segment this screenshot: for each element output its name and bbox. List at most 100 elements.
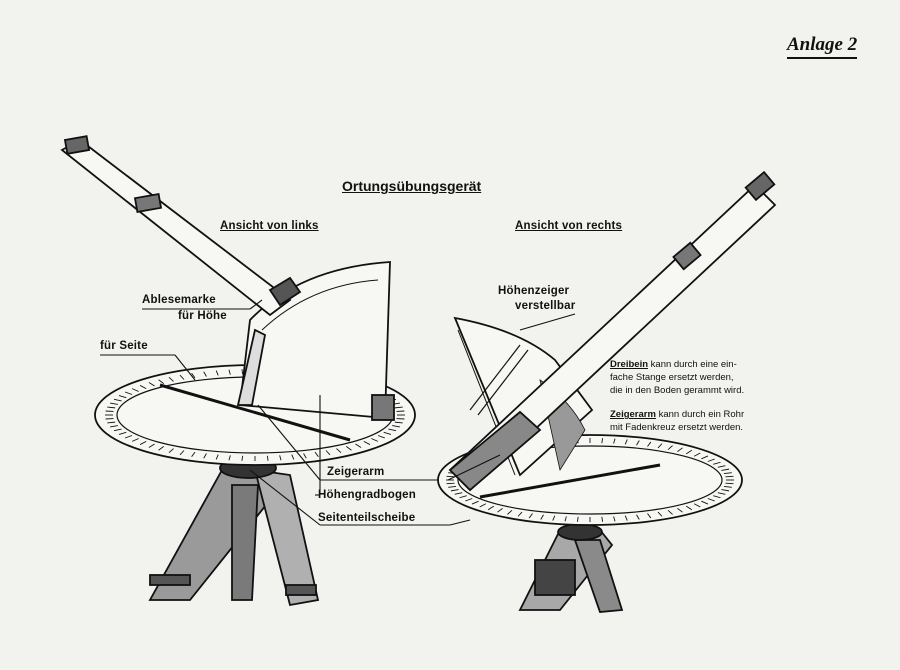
disc-tick [459,495,467,499]
disc-tick [139,385,147,390]
disc-tick [601,516,603,522]
disc-tick [713,461,721,465]
disc-tick [179,450,185,456]
disc-tick [677,507,683,513]
disc-tick [613,516,616,522]
disc-tick [497,507,503,513]
disc-tick [168,448,174,454]
disc-tick [685,505,693,511]
disc-tick [303,453,307,459]
disc-tick [717,492,726,495]
disc-tick [215,454,219,460]
disc-tick [517,511,523,517]
note-zeigerarm: Zeigerarm kann durch ein Rohr mit Fadenk… [610,408,744,434]
note-zeigerarm-line2: mit Fadenkreuz ersetzt werden. [610,422,744,433]
disc-tick [107,406,116,409]
disc-tick [394,421,403,424]
disc-tick [450,489,459,492]
corner-label: Anlage 2 [787,34,858,59]
disc-tick [471,500,479,505]
disc-tick [377,435,386,439]
label-hoehengradbogen: Höhengradbogen [318,489,416,501]
right-leader-lines [447,313,576,526]
disc-tick [601,438,603,444]
disc-tick [191,451,196,457]
disc-tick [371,438,379,442]
label-fuer-seite: für Seite [100,340,148,352]
disc-tick [693,452,701,457]
disc-tick [363,440,371,445]
disc-tick [723,472,732,475]
disc-tick [507,509,513,515]
disc-tick [677,447,683,453]
disc-tick [701,500,709,505]
disc-tick [701,455,709,460]
label-hoehenzeiger: Höhenzeiger [498,285,570,297]
disc-tick [179,374,185,380]
disc-tick [613,438,616,444]
disc-tick [667,509,673,515]
disc-tick [131,388,139,392]
disc-tick [713,495,721,499]
disc-tick [448,485,457,488]
disc-tick [139,440,147,445]
disc-tick [454,492,463,495]
disc-tick [203,371,207,377]
label-verstellbar: verstellbar [515,300,576,312]
diagram-title: Ortungsübungsgerät [342,178,482,194]
disc-tick [110,402,118,405]
disc-tick [346,446,352,451]
disc-tick [647,513,652,519]
note-dreibein-line3: die in den Boden gerammt wird. [610,385,745,396]
disc-tick [707,458,715,462]
label-seitenteilscheibe: Seitenteilscheibe [318,512,416,524]
disc-tick [667,445,673,451]
disc-tick [564,516,567,522]
disc-tick [203,453,207,459]
view-label-left: Ansicht von links [220,220,319,232]
disc-tick [148,443,155,448]
disc-tick [148,382,155,387]
disc-tick [215,370,219,376]
note-zeigerarm-line1: kann durch ein Rohr [658,409,745,420]
right-tripod [518,523,624,613]
disc-tick [124,435,133,439]
label-ablesemarke: Ablesemarke [142,294,216,306]
disc-tick [266,455,269,461]
note-dreibein-line2: fache Stange ersetzt werden, [610,372,734,383]
disc-tick [279,455,282,461]
disc-tick [228,455,231,461]
disc-tick [465,498,473,502]
note-dreibein-keyword: Dreibein [610,359,649,370]
disc-tick [707,498,715,502]
disc-tick [241,455,244,461]
disc-tick [336,448,342,454]
disc-tick [124,391,133,395]
disc-tick [158,446,164,451]
disc-tick [624,515,628,521]
disc-tick [228,369,231,375]
disc-tick [693,503,701,508]
disc-tick [191,373,196,379]
disc-tick [636,440,640,446]
disc-tick [577,516,579,522]
disc-tick [131,438,139,442]
disc-tick [241,369,244,375]
note-dreibein: Dreibein kann durch eine ein- fache Stan… [610,358,744,397]
disc-tick [394,406,403,409]
left-pointer-arm [60,135,302,317]
disc-tick [657,443,663,449]
disc-tick [723,485,732,488]
disc-tick [479,503,487,508]
disc-tick [118,395,127,399]
disc-tick [487,505,495,511]
disc-tick [624,439,628,445]
disc-tick [388,428,397,432]
disc-tick [355,443,362,448]
disc-tick [552,515,556,521]
note-zeigerarm-keyword: Zeigerarm [610,409,656,420]
disc-tick [717,465,726,468]
disc-tick [392,425,400,428]
disc-tick [314,451,319,457]
